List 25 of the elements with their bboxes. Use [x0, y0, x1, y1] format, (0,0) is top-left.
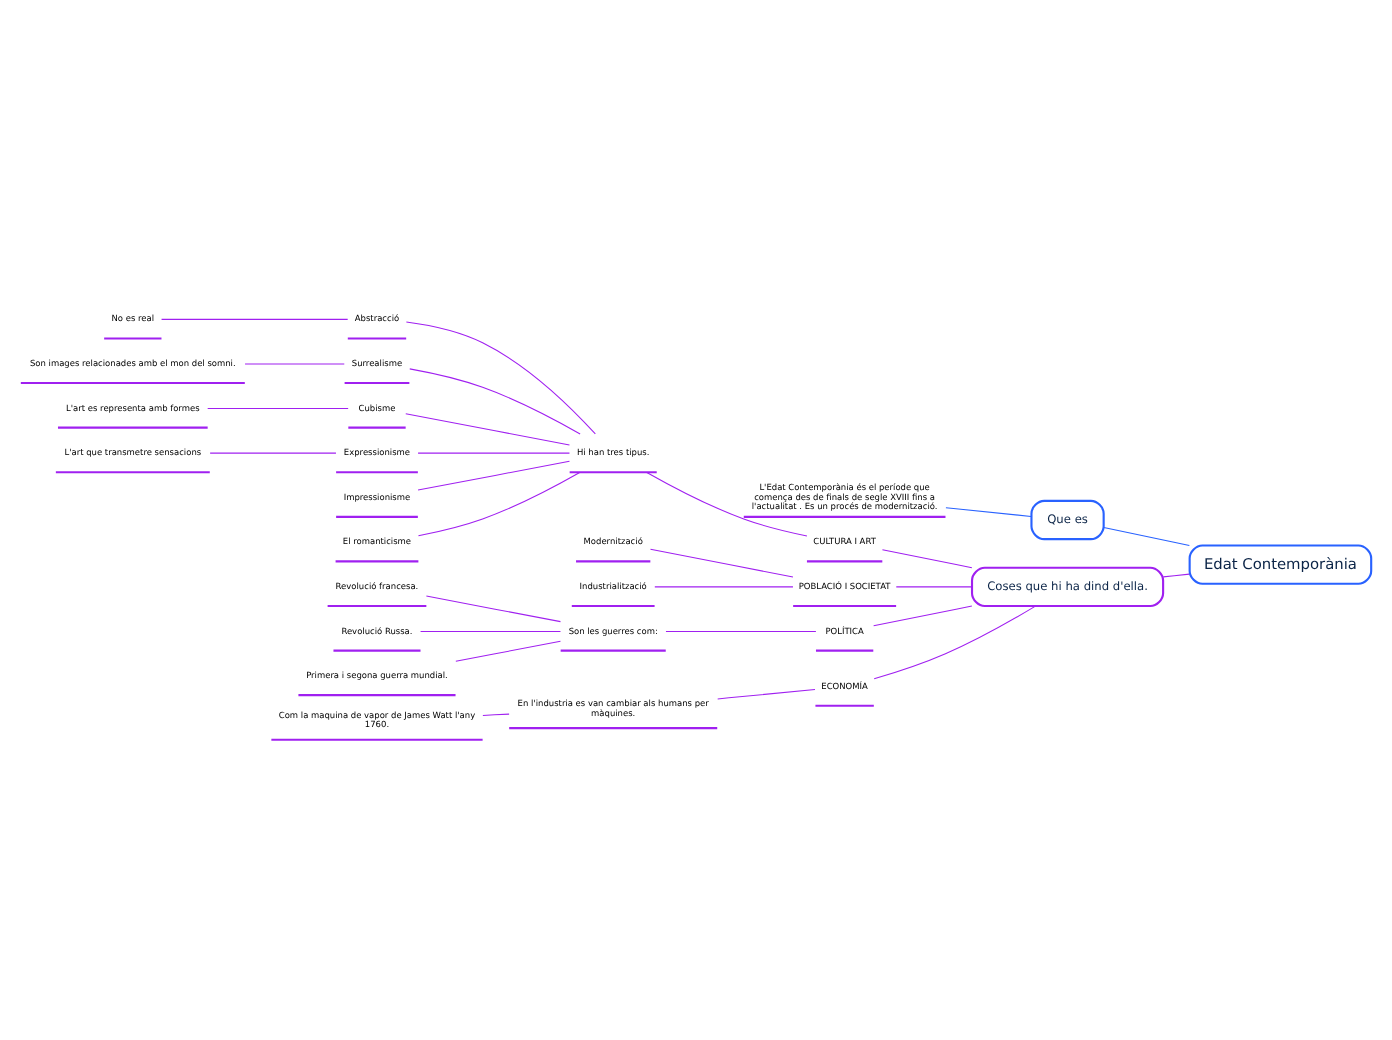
connector [482, 713, 510, 716]
connector [161, 318, 349, 320]
connector [654, 586, 794, 588]
connector [881, 549, 973, 569]
connector [409, 368, 581, 435]
connector [717, 688, 816, 700]
connector [405, 321, 596, 435]
connector [417, 460, 570, 491]
connector [649, 548, 794, 578]
connector [665, 630, 817, 632]
connector [945, 507, 1032, 517]
connector [420, 630, 561, 632]
connector [895, 586, 973, 588]
connector [417, 452, 570, 454]
connector [425, 595, 561, 623]
connector [209, 452, 337, 454]
connector [405, 413, 570, 446]
connector [455, 640, 561, 662]
connector [1162, 573, 1190, 578]
connector [873, 605, 973, 627]
connector [1103, 526, 1190, 547]
connector [207, 408, 349, 410]
connector [417, 471, 581, 537]
connector [646, 471, 808, 537]
connector [873, 605, 1036, 680]
